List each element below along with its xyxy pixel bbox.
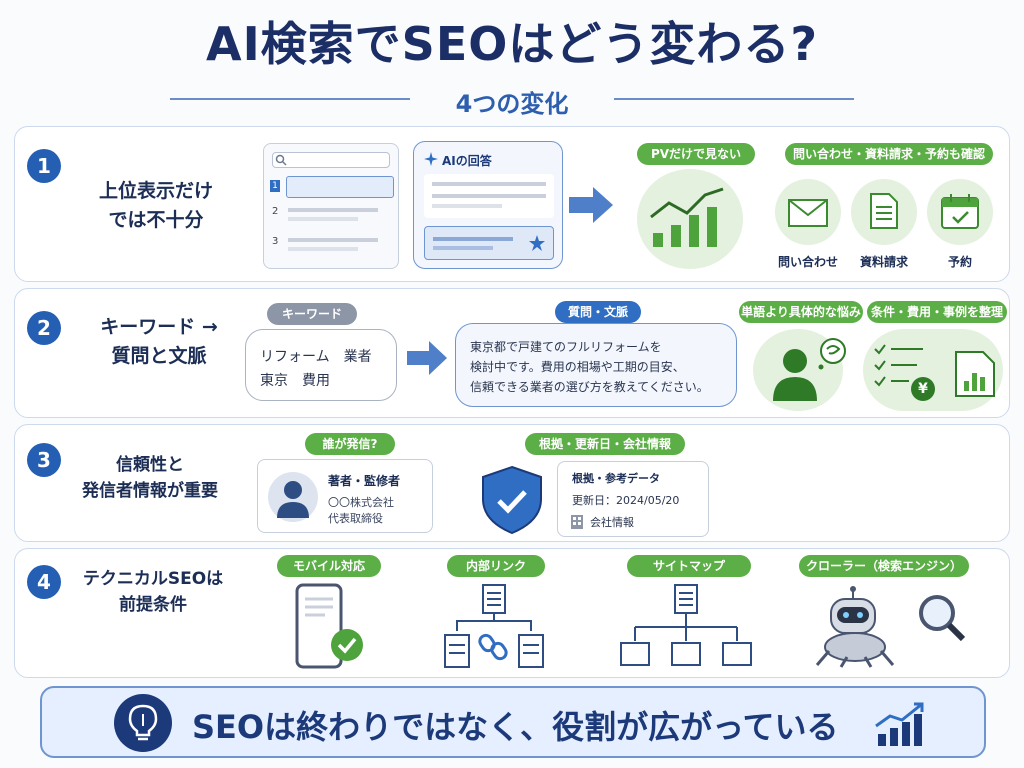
label-document-request: 資料請求 bbox=[859, 255, 908, 269]
arrow-right-icon bbox=[407, 341, 447, 375]
section-2-title-line2: 質問と文脈 bbox=[111, 344, 207, 367]
serp-window: 1 2 3 bbox=[263, 143, 399, 269]
section-3-title: 信頼性と 発信者情報が重要 bbox=[55, 453, 245, 504]
keyword-line1: リフォーム 業者 bbox=[260, 349, 372, 365]
author-card: 著者・監修者 〇〇株式会社 代表取締役 bbox=[257, 459, 433, 533]
section-3-number: 3 bbox=[27, 443, 61, 477]
serp-search-bar bbox=[272, 152, 390, 168]
subtitle-line-left bbox=[170, 98, 410, 100]
mail-icon bbox=[788, 199, 828, 227]
tag-sitemap: サイトマップ bbox=[627, 555, 751, 577]
tag-internal-links: 内部リンク bbox=[447, 555, 545, 577]
bottom-banner: SEOは終わりではなく、役割が広がっている bbox=[40, 686, 986, 758]
arrow-right-icon bbox=[569, 187, 613, 223]
serp-result-1 bbox=[286, 176, 394, 198]
tag-organize: 条件・費用・事例を整理 bbox=[867, 301, 1007, 323]
section-2-title-line1: キーワード → bbox=[100, 316, 218, 338]
section-2-panel: 2 キーワード → 質問と文脈 キーワード リフォーム 業者 東京 費用 質問・… bbox=[14, 288, 1010, 418]
section-4-number: 4 bbox=[27, 565, 61, 599]
report-chart-icon bbox=[955, 351, 995, 397]
ai-answer-text bbox=[424, 174, 554, 218]
question-line1: 東京都で戸建てのフルリフォームを bbox=[470, 340, 662, 354]
section-1-number: 1 bbox=[27, 149, 61, 183]
serp-result-3 bbox=[288, 238, 378, 242]
section-3-panel: 3 信頼性と 発信者情報が重要 誰が発信? 著者・監修者 〇〇株式会社 代表取締… bbox=[14, 424, 1010, 542]
tag-pv: PVだけで見ない bbox=[637, 143, 755, 165]
author-role: 著者・監修者 bbox=[328, 474, 401, 488]
section-4-title-line1: テクニカルSEOは bbox=[82, 569, 224, 589]
label-reservation: 予約 bbox=[947, 255, 972, 269]
page-title: AI検索でSEOはどう変わる? bbox=[205, 17, 819, 71]
thinking-person-icon bbox=[773, 338, 846, 401]
author-title: 代表取締役 bbox=[328, 512, 383, 525]
subtitle-row: 4つの変化 bbox=[170, 84, 854, 118]
question-line2: 検討中です。費用の相場や工期の目安、 bbox=[470, 360, 685, 374]
tag-evidence: 根拠・更新日・会社情報 bbox=[525, 433, 685, 455]
section-1-title: 上位表示だけ では不十分 bbox=[71, 177, 241, 234]
updated-date: 更新日：2024/05/20 bbox=[572, 494, 680, 507]
bottom-message: SEOは終わりではなく、役割が広がっている bbox=[192, 708, 839, 746]
star-icon bbox=[529, 235, 545, 251]
section-2-title: キーワード → 質問と文脈 bbox=[71, 313, 247, 370]
ai-cited-result bbox=[424, 226, 554, 260]
serp-result-2-line bbox=[288, 217, 358, 221]
lightbulb-icon bbox=[128, 704, 158, 741]
tag-concrete-concerns: 単語より具体的な悩み bbox=[739, 301, 863, 323]
smartphone-check-icon bbox=[295, 583, 363, 669]
question-line3: 信頼できる業者の選び方を教えてください。 bbox=[470, 380, 709, 394]
person-icon bbox=[277, 481, 309, 518]
company-info: 会社情報 bbox=[590, 516, 634, 529]
sparkle-icon bbox=[424, 152, 438, 166]
tag-question: 質問・文脈 bbox=[555, 301, 641, 323]
evidence-label: 根拠・参考データ bbox=[572, 472, 660, 485]
internal-links-icon bbox=[444, 584, 544, 668]
serp-rank-1: 1 bbox=[270, 180, 280, 192]
tag-mobile: モバイル対応 bbox=[277, 555, 381, 577]
ai-answer-card: AIの回答 bbox=[413, 141, 563, 269]
author-company: 〇〇株式会社 bbox=[328, 496, 394, 509]
serp-result-3-line bbox=[288, 247, 358, 251]
calendar-check-icon bbox=[941, 194, 979, 229]
section-1-title-line1: 上位表示だけ bbox=[98, 180, 213, 202]
section-1-title-line2: では不十分 bbox=[108, 208, 204, 231]
ai-answer-label: AIの回答 bbox=[442, 154, 492, 168]
robot-crawler-icon bbox=[815, 586, 966, 668]
serp-rank-2: 2 bbox=[272, 206, 279, 217]
building-icon bbox=[571, 515, 583, 529]
subtitle-line-right bbox=[614, 98, 854, 100]
keyword-line2: 東京 費用 bbox=[260, 373, 330, 389]
section-1-panel: 1 上位表示だけ では不十分 1 2 3 AIの回答 bbox=[14, 126, 1010, 282]
keyword-bubble: リフォーム 業者 東京 費用 bbox=[245, 329, 397, 401]
growth-chart-icon bbox=[875, 702, 924, 746]
document-icon bbox=[870, 193, 898, 229]
tag-keyword: キーワード bbox=[267, 303, 357, 325]
evidence-card: 根拠・参考データ 更新日：2024/05/20 会社情報 bbox=[557, 461, 709, 537]
shield-check-icon bbox=[482, 465, 542, 535]
section-2-number: 2 bbox=[27, 311, 61, 345]
yen-icon: ¥ bbox=[911, 377, 935, 401]
checklist-icon bbox=[874, 344, 923, 387]
bar-chart-icon bbox=[650, 187, 724, 247]
label-inquiry: 問い合わせ bbox=[777, 255, 838, 269]
question-bubble: 東京都で戸建てのフルリフォームを 検討中です。費用の相場や工期の目安、 信頼でき… bbox=[455, 323, 737, 407]
serp-rank-3: 3 bbox=[272, 236, 279, 247]
section-3-title-line2: 発信者情報が重要 bbox=[82, 480, 218, 501]
subtitle: 4つの変化 bbox=[455, 90, 569, 118]
section-4-panel: 4 テクニカルSEOは 前提条件 モバイル対応 内部リンク サイトマップ bbox=[14, 548, 1010, 678]
section-4-title-line2: 前提条件 bbox=[119, 594, 187, 615]
section-3-title-line1: 信頼性と bbox=[116, 455, 184, 475]
section-4-title: テクニカルSEOは 前提条件 bbox=[65, 567, 241, 618]
sitemap-icon bbox=[620, 584, 752, 666]
tag-crawler: クローラー（検索エンジン） bbox=[799, 555, 969, 577]
tag-conversions: 問い合わせ・資料請求・予約も確認 bbox=[785, 143, 993, 165]
tag-who-publishes: 誰が発信? bbox=[305, 433, 395, 455]
serp-result-2 bbox=[288, 208, 378, 212]
search-icon bbox=[275, 154, 287, 166]
